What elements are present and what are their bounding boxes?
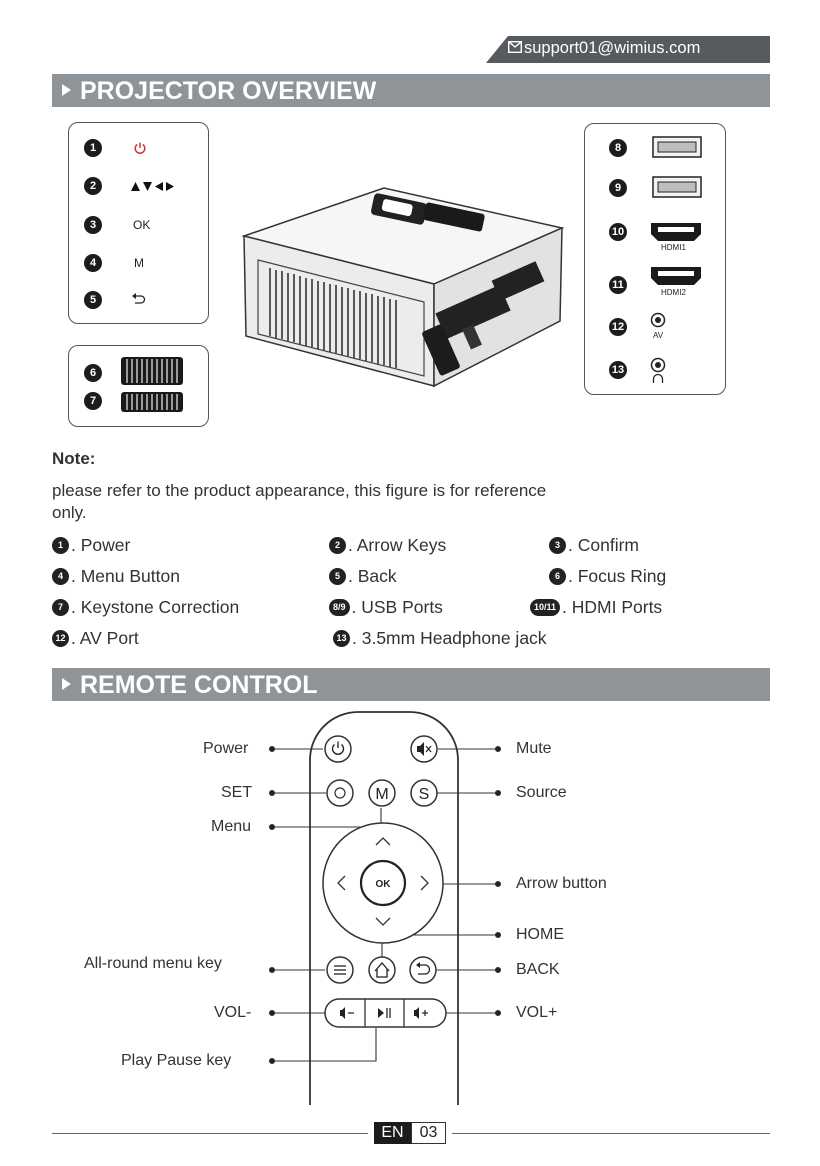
label-play-pause: Play Pause key (121, 1052, 232, 1069)
ports-panel (584, 123, 726, 395)
legend-item: 13. 3.5mm Headphone jack (333, 628, 547, 649)
bar-arrow-icon (62, 84, 71, 96)
label-mute: Mute (516, 740, 552, 757)
remote-diagram: M S OK (268, 711, 502, 1105)
badge-11: 11 (609, 276, 627, 294)
badge-2: 2 (84, 177, 102, 195)
badge-13: 13 (609, 361, 627, 379)
m-key-label: M (134, 256, 144, 270)
arrows-icon (131, 182, 174, 191)
ok-key-label: OK (133, 218, 151, 232)
badge-7: 7 (84, 392, 102, 410)
badge-9: 9 (609, 179, 627, 197)
overview-title: PROJECTOR OVERVIEW (80, 77, 377, 105)
remote-ok-key: OK (376, 879, 392, 890)
label-vol-minus: VOL- (214, 1004, 252, 1021)
focus-keystone-panel (68, 345, 209, 427)
overview-section-bar: PROJECTOR OVERVIEW (52, 74, 770, 107)
label-set: SET (221, 784, 253, 801)
legend-item: 7. Keystone Correction (52, 597, 239, 618)
usb-port-icon (652, 136, 702, 158)
legend-item: 10/11. HDMI Ports (530, 597, 662, 618)
badge-5: 5 (84, 291, 102, 309)
hdmi-port-icon (651, 267, 701, 285)
footer-rule-right (452, 1133, 770, 1134)
label-power: Power (203, 740, 249, 757)
badge-4: 4 (84, 254, 102, 272)
legend-item: 4. Menu Button (52, 566, 180, 587)
remote-section-bar: REMOTE CONTROL (52, 668, 770, 701)
label-source: Source (516, 784, 567, 801)
note-body: please refer to the product appearance, … (52, 481, 547, 522)
hdmi-port-icon (651, 223, 701, 241)
badge-8: 8 (609, 139, 627, 157)
label-all-round-menu: All-round menu key (84, 955, 222, 972)
hdmi2-label: HDMI2 (661, 288, 686, 297)
label-back: BACK (516, 961, 560, 978)
legend-item: 1. Power (52, 535, 130, 556)
remote-title: REMOTE CONTROL (80, 671, 318, 699)
badge-10: 10 (609, 223, 627, 241)
remote-s-key: S (419, 786, 430, 803)
page-number: 03 (411, 1122, 446, 1144)
bar-arrow-icon (62, 678, 71, 690)
label-menu: Menu (211, 818, 252, 835)
label-vol-plus: VOL+ (516, 1004, 558, 1021)
label-home: HOME (516, 926, 564, 943)
label-arrow-button: Arrow button (516, 875, 607, 892)
back-icon (132, 293, 146, 304)
legend-item: 2. Arrow Keys (329, 535, 446, 556)
language-badge: EN (374, 1122, 411, 1144)
av-jack-icon (650, 312, 666, 328)
power-icon (134, 142, 146, 154)
projector-illustration (241, 187, 565, 388)
legend-item: 8/9. USB Ports (329, 597, 443, 618)
badge-3: 3 (84, 216, 102, 234)
legend-item: 12. AV Port (52, 628, 139, 649)
badge-1: 1 (84, 139, 102, 157)
legend-item: 3. Confirm (549, 535, 639, 556)
headphone-jack-icon (650, 357, 666, 383)
email-tab (486, 36, 770, 63)
focus-wheel-icon (121, 357, 183, 412)
envelope-icon (508, 41, 522, 53)
hdmi1-label: HDMI1 (661, 243, 686, 252)
note-heading: Note: (52, 449, 96, 468)
usb-port-icon (652, 176, 702, 198)
footer-rule-left (52, 1133, 368, 1134)
av-label: AV (653, 331, 664, 340)
legend-item: 5. Back (329, 566, 397, 587)
support-email[interactable]: support01@wimius.com (524, 39, 701, 57)
badge-6: 6 (84, 364, 102, 382)
remote-m-key: M (375, 786, 388, 803)
badge-12: 12 (609, 318, 627, 336)
legend-item: 6. Focus Ring (549, 566, 666, 587)
